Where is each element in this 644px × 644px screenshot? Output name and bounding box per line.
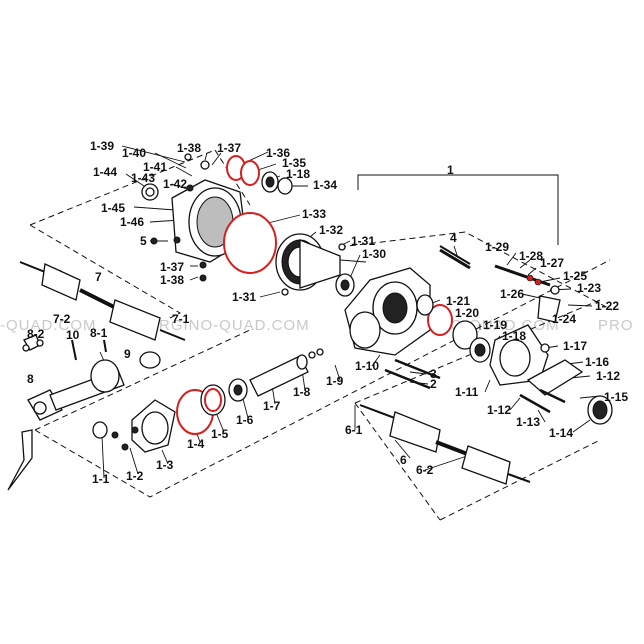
- label-9: 9: [124, 347, 131, 361]
- label-1-20: 1-20: [455, 306, 479, 320]
- label-1-34: 1-34: [313, 178, 337, 192]
- label-1-4: 1-4: [187, 437, 205, 451]
- label-7-2: 7-2: [53, 312, 71, 326]
- label-1: 1: [447, 163, 454, 177]
- label-6: 6: [400, 453, 407, 467]
- label-1-23: 1-23: [577, 281, 601, 295]
- part-labels: 1-39 1-40 1-38 1-37 1-36 1-41 1-35 1-18 …: [27, 139, 628, 486]
- shift-assembly: [439, 248, 613, 425]
- label-1-44: 1-44: [93, 165, 117, 179]
- label-1-6: 1-6: [236, 413, 254, 427]
- label-1-14: 1-14: [549, 426, 573, 440]
- label-1-33: 1-33: [302, 207, 326, 221]
- label-1-36: 1-36: [266, 146, 290, 160]
- label-1-5: 1-5: [211, 427, 229, 441]
- label-1-7: 1-7: [263, 399, 281, 413]
- label-10: 10: [66, 328, 80, 342]
- watermark-left: -QUAD.COM: [0, 317, 97, 334]
- label-1-2: 1-2: [126, 469, 144, 483]
- label-1-27: 1-27: [540, 256, 564, 270]
- assembly-bracket-1: [357, 174, 559, 245]
- watermark-center: ARGINO-QUAD.COM: [148, 317, 310, 334]
- label-1-28: 1-28: [519, 249, 543, 263]
- label-1-46: 1-46: [120, 215, 144, 229]
- drive-shaft-7: [19, 261, 186, 341]
- label-1-12-right: 1-12: [596, 369, 620, 383]
- center-housing: [344, 267, 431, 356]
- label-7-1: 7-1: [172, 312, 190, 326]
- center-drive-parts: [176, 348, 324, 435]
- label-1-38-top: 1-38: [177, 141, 201, 155]
- label-3: 3: [430, 367, 437, 381]
- label-1-45: 1-45: [101, 201, 125, 215]
- label-1-24: 1-24: [552, 312, 576, 326]
- label-8: 8: [27, 372, 34, 386]
- watermark-right: PRO: [598, 317, 634, 334]
- label-1-32: 1-32: [319, 223, 343, 237]
- label-1-37-bottom: 1-37: [160, 260, 184, 274]
- drive-shaft-6: [359, 404, 531, 485]
- label-1-30: 1-30: [362, 247, 386, 261]
- label-1-39: 1-39: [90, 139, 114, 153]
- propeller-shaft: [22, 334, 161, 421]
- label-8-1: 8-1: [90, 326, 108, 340]
- label-1-42: 1-42: [163, 177, 187, 191]
- label-6-2: 6-2: [416, 463, 434, 477]
- label-8-2: 8-2: [27, 327, 45, 341]
- bolts-2-3: [384, 245, 471, 390]
- label-1-3: 1-3: [156, 458, 174, 472]
- label-1-35: 1-35: [282, 156, 306, 170]
- label-1-31-top: 1-31: [351, 234, 375, 248]
- label-1-12: 1-12: [487, 403, 511, 417]
- o-rings-top: [223, 155, 293, 274]
- label-1-19: 1-19: [483, 318, 507, 332]
- label-1-31-mid: 1-31: [232, 290, 256, 304]
- label-1-38-bottom: 1-38: [160, 273, 184, 287]
- label-6-1: 6-1: [345, 423, 363, 437]
- label-4: 4: [450, 231, 457, 245]
- label-1-40: 1-40: [122, 146, 146, 160]
- label-1-9: 1-9: [326, 374, 344, 388]
- label-1-43: 1-43: [131, 171, 155, 185]
- label-5: 5: [140, 234, 147, 248]
- label-1-10: 1-10: [355, 359, 379, 373]
- label-1-8: 1-8: [293, 385, 311, 399]
- label-1-18-mid: 1-18: [502, 329, 526, 343]
- label-1-13: 1-13: [516, 415, 540, 429]
- dashed-guides: [29, 149, 613, 521]
- right-seals: [416, 294, 491, 363]
- label-1-15: 1-15: [604, 390, 628, 404]
- ring-gear: [275, 233, 355, 297]
- label-2: 2: [430, 377, 437, 391]
- label-1-1: 1-1: [92, 472, 110, 486]
- label-1-18-top: 1-18: [286, 167, 310, 181]
- label-1-22: 1-22: [595, 299, 619, 313]
- label-1-11: 1-11: [455, 385, 479, 399]
- label-1-29: 1-29: [485, 240, 509, 254]
- label-7: 7: [95, 270, 102, 284]
- front-direction-icon: [7, 429, 33, 491]
- label-1-37-top: 1-37: [217, 141, 241, 155]
- label-1-21: 1-21: [446, 294, 470, 308]
- label-1-17: 1-17: [563, 339, 587, 353]
- label-1-41: 1-41: [143, 160, 167, 174]
- label-1-26: 1-26: [500, 287, 524, 301]
- label-1-25: 1-25: [563, 269, 587, 283]
- label-1-16: 1-16: [585, 355, 609, 369]
- front-cover: [92, 399, 176, 453]
